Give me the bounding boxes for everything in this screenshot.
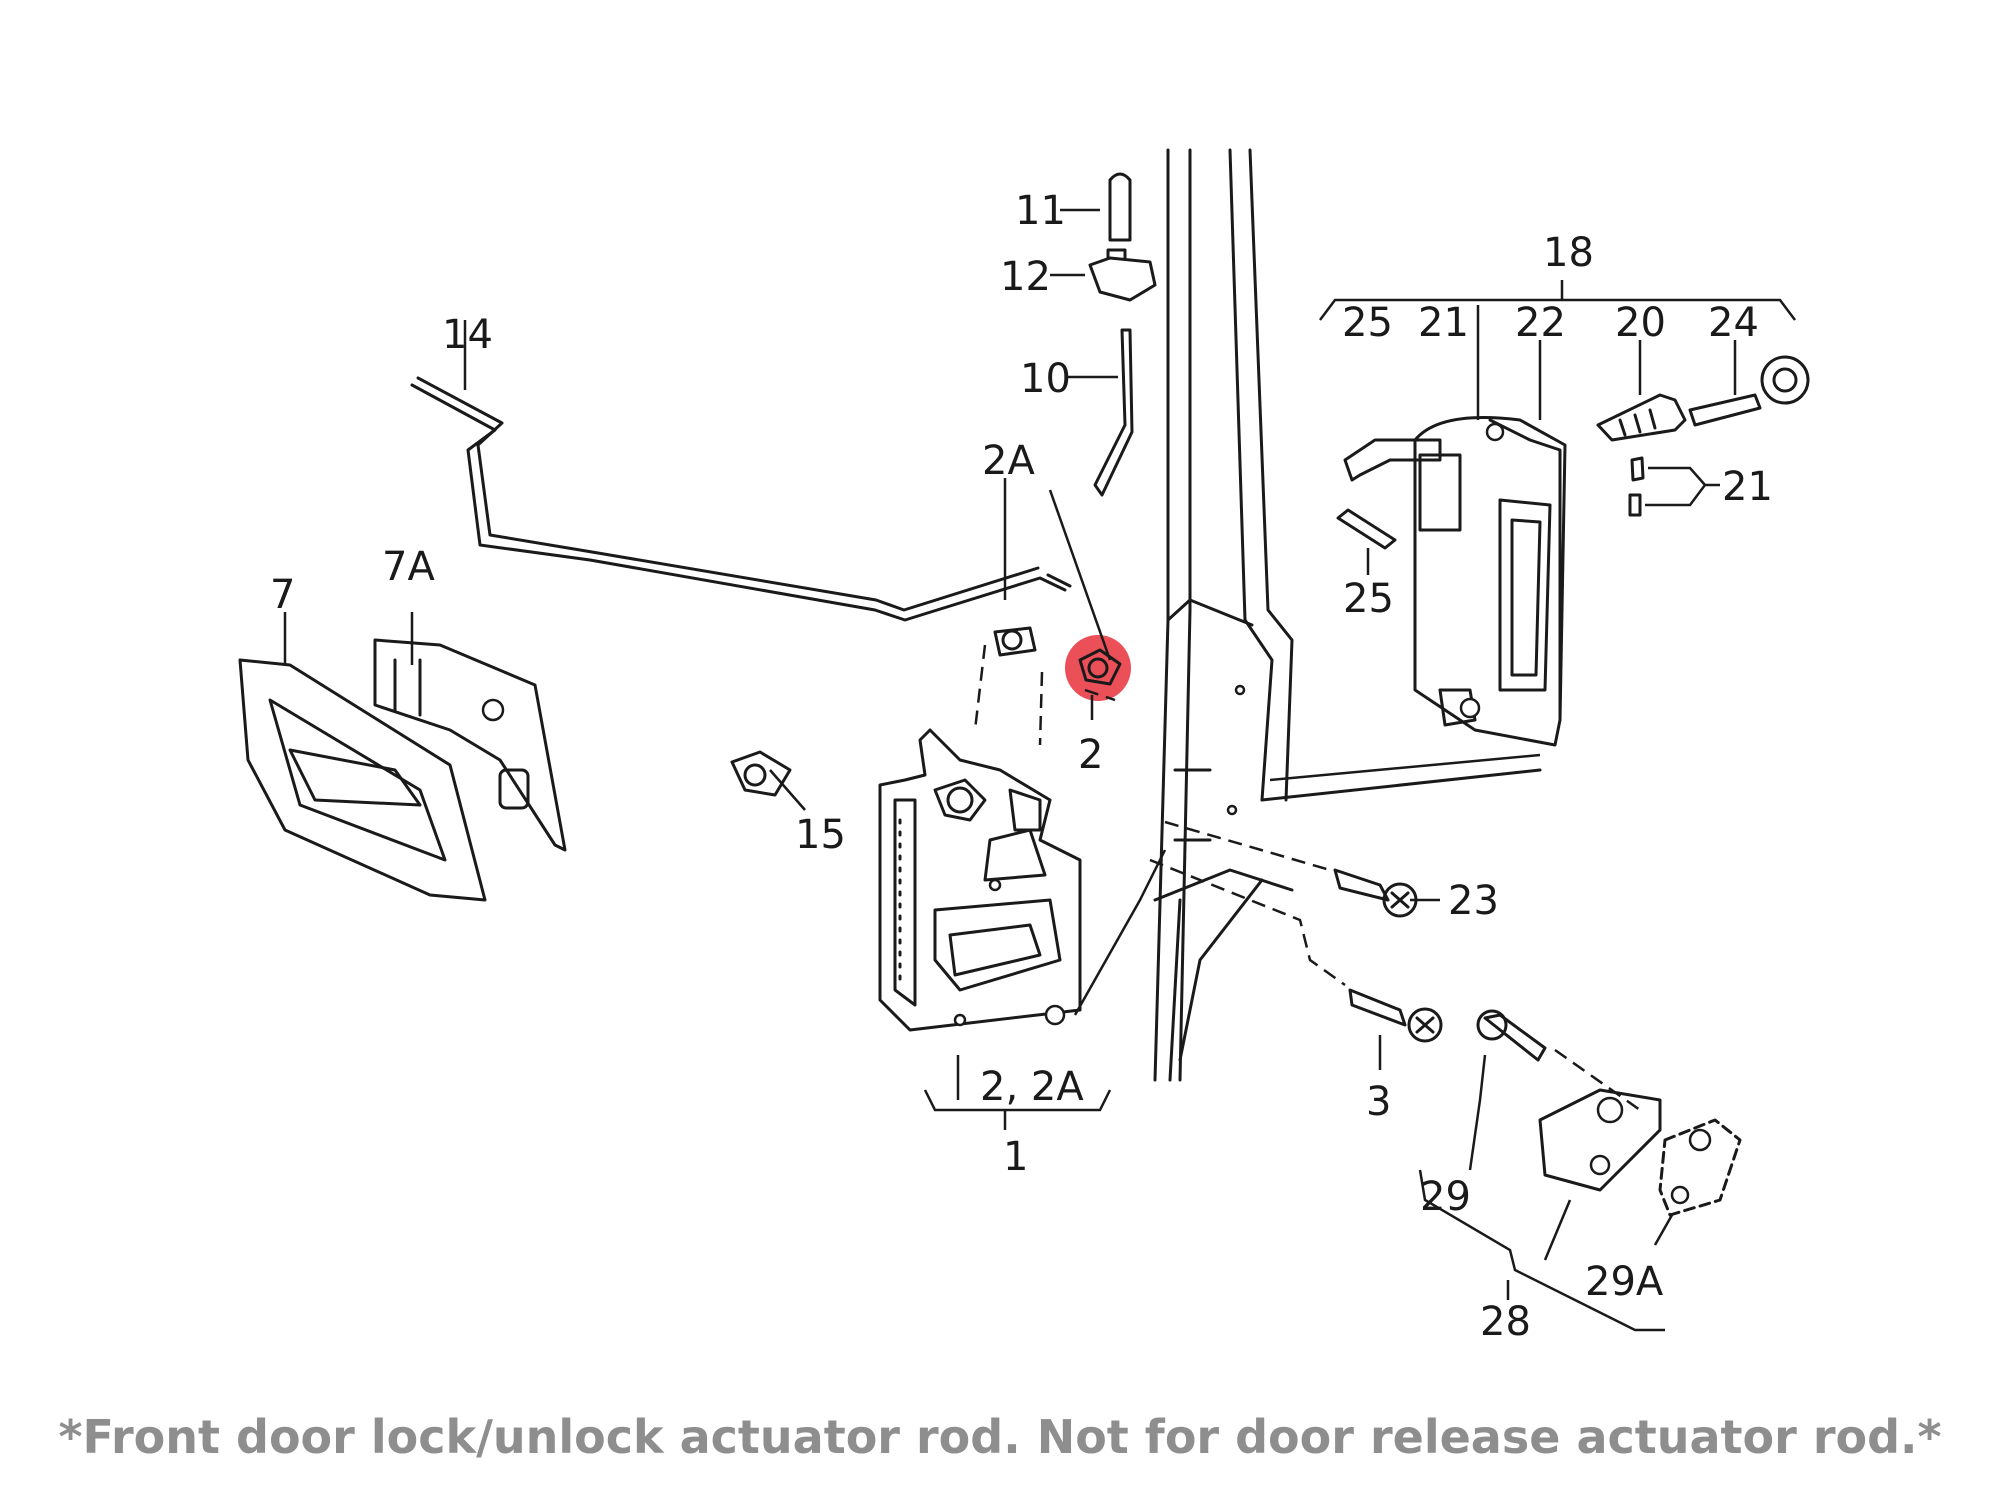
caption-note: *Front door lock/unlock actuator rod. No… (58, 1410, 1942, 1464)
callout-23: 23 (1448, 878, 1499, 924)
callout-1: 1 (1003, 1134, 1028, 1180)
callout-29a: 29A (1585, 1259, 1664, 1305)
highlighted-clip-2 (1065, 635, 1131, 701)
callout-24: 24 (1708, 300, 1759, 346)
rod-clip-2a (993, 626, 1037, 657)
callout-3: 3 (1366, 1079, 1391, 1125)
small-pins-21 (1628, 456, 1645, 517)
callout-15: 15 (795, 812, 846, 858)
assembly-lines (973, 489, 1641, 1112)
callout-29: 29 (1420, 1174, 1471, 1220)
lock-cylinder-20 (1596, 393, 1687, 442)
callout-12: 12 (1000, 254, 1051, 300)
leader-lines (283, 208, 1796, 1332)
callout-18: 18 (1543, 230, 1594, 276)
callout-25-top: 25 (1342, 300, 1393, 346)
callout-22: 22 (1515, 300, 1566, 346)
striker-plate-28 (1538, 1088, 1662, 1192)
callout-7: 7 (270, 572, 295, 618)
lock-knob-11 (1108, 172, 1132, 242)
callout-7a: 7A (382, 544, 435, 590)
callout-2: 2 (1078, 732, 1103, 778)
callout-25-side: 25 (1343, 576, 1394, 622)
callout-14: 14 (442, 312, 493, 358)
callout-21-side: 21 (1722, 464, 1773, 510)
gasket-29a (1658, 1118, 1742, 1217)
callout-11: 11 (1015, 188, 1066, 234)
callout-20: 20 (1615, 300, 1666, 346)
pin-25 (1336, 508, 1397, 550)
door-lock-assembly-1 (878, 728, 1082, 1032)
callout-2-2a: 2, 2A (980, 1064, 1084, 1110)
screw-23 (1333, 868, 1418, 918)
highlight-marker (1065, 635, 1131, 701)
handle-bracket-7a (373, 638, 567, 852)
exterior-handle-18 (1343, 416, 1567, 747)
callout-2a: 2A (982, 438, 1035, 484)
callout-21-top: 21 (1418, 300, 1469, 346)
lock-rod-10 (1093, 328, 1134, 497)
actuator-rod-14 (410, 376, 1072, 622)
inner-handle-7 (238, 658, 487, 902)
callout-10: 10 (1020, 356, 1071, 402)
callout-28: 28 (1480, 1299, 1531, 1345)
key-24 (1688, 355, 1810, 427)
screw-3 (1348, 988, 1443, 1043)
grommet-12 (1088, 248, 1157, 302)
striker-bolt-29 (1476, 1009, 1547, 1062)
clip-15 (730, 750, 792, 797)
callout-labels: 11 12 10 14 2A 7A 7 15 2 2, 2A 1 18 25 2… (270, 188, 1773, 1345)
door-frame (1153, 148, 1542, 1082)
